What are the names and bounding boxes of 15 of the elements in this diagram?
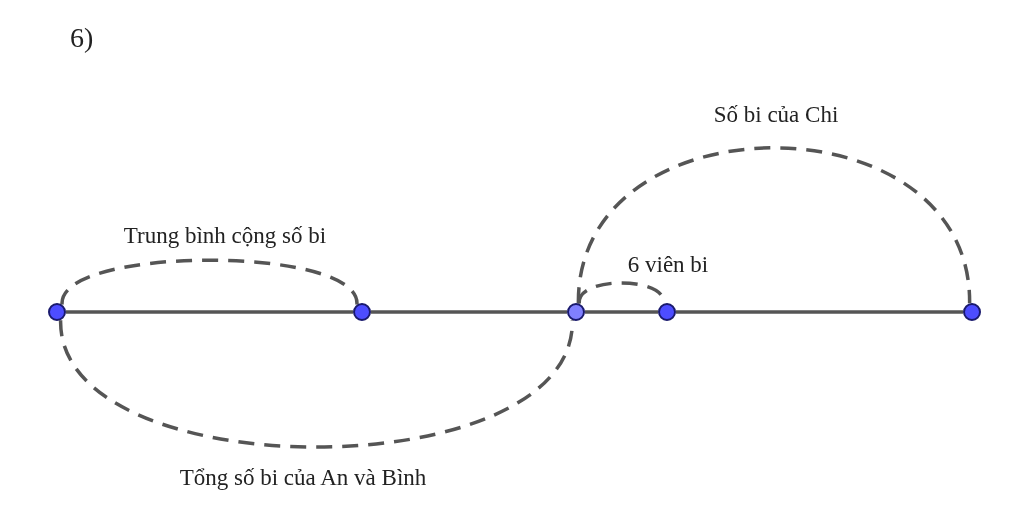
- dashed-arc: [60, 258, 359, 306]
- line-segment: [371, 310, 567, 314]
- line-segment: [585, 310, 658, 314]
- point-marker: [353, 303, 371, 321]
- point-marker: [963, 303, 981, 321]
- line-segment: [66, 310, 353, 314]
- dashed-arc: [58, 319, 575, 449]
- point-marker: [48, 303, 66, 321]
- dashed-arc: [576, 146, 972, 304]
- point-marker: [658, 303, 676, 321]
- point-marker: [567, 303, 585, 321]
- edge-label: Tổng số bi của An và Bình: [177, 465, 429, 491]
- problem-number: 6): [70, 22, 94, 54]
- line-segment: [676, 310, 963, 314]
- edge-label: Trung bình cộng số bi: [121, 223, 329, 249]
